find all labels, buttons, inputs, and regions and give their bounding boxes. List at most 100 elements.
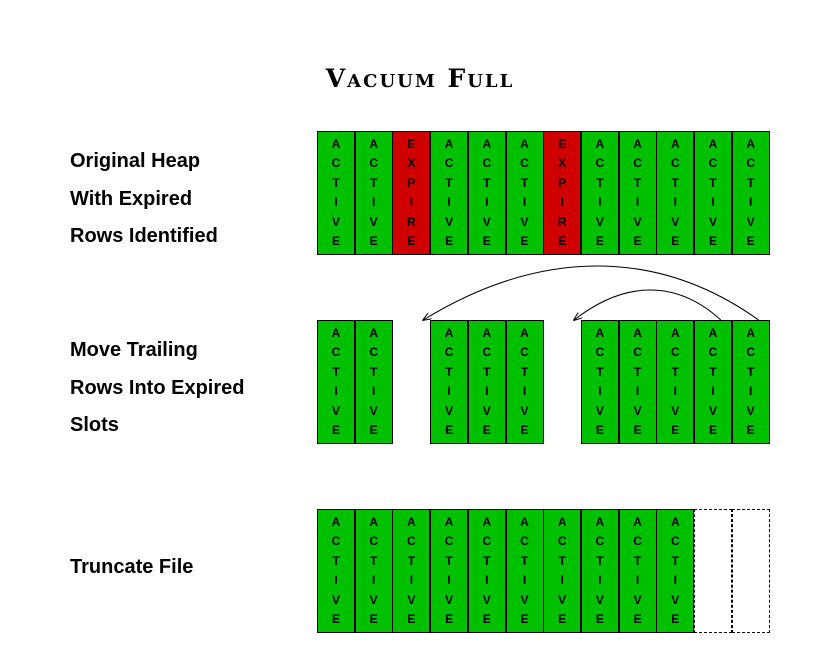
cell-letter: C: [444, 534, 454, 549]
cell-letter: V: [482, 592, 491, 607]
cell-letter: X: [558, 156, 567, 171]
cell-letter: E: [520, 233, 529, 248]
cell-letter: A: [482, 515, 492, 529]
cell-letter: A: [746, 137, 756, 151]
cell-letter: A: [444, 137, 454, 151]
row-label-original-heap: Original Heap With Expired Rows Identifi…: [70, 143, 218, 256]
cell-letter: C: [670, 534, 680, 549]
cell-letter: A: [520, 515, 529, 529]
cell-letter: V: [482, 214, 491, 229]
cell-letter: A: [369, 515, 379, 529]
cell-letter: I: [598, 573, 602, 588]
cell-letter: C: [369, 156, 379, 171]
cell-letter: C: [482, 534, 492, 549]
cell-letter: T: [332, 553, 340, 568]
cell-letter: T: [520, 553, 529, 568]
cell-letter: T: [709, 175, 717, 190]
cell-letter: T: [520, 364, 529, 379]
cell-letter: A: [331, 515, 341, 529]
cell-letter: V: [558, 592, 567, 607]
cell-letter: V: [595, 214, 604, 229]
cell-letter: T: [671, 364, 679, 379]
cell-letter: T: [596, 553, 604, 568]
cell-letter: T: [520, 175, 529, 190]
cell-letter: A: [369, 326, 379, 340]
cell-letter: C: [633, 345, 642, 360]
cell-letter: E: [558, 611, 567, 626]
cell-letter: T: [483, 364, 491, 379]
cell-letter: C: [708, 156, 718, 171]
cell-letter: I: [673, 573, 677, 588]
cell-letter: E: [595, 611, 604, 626]
row-label-line: Rows Identified: [70, 225, 218, 247]
cell-letter: I: [598, 195, 602, 210]
cell-letter: V: [482, 403, 491, 418]
cell-letter: E: [671, 422, 680, 437]
cell-letter: V: [633, 214, 642, 229]
cell-letter: C: [331, 156, 341, 171]
cell-letter: E: [633, 233, 642, 248]
cell-letter: T: [445, 553, 453, 568]
cell-letter: C: [482, 156, 492, 171]
cell-letter: E: [595, 233, 604, 248]
row-label-line: Slots: [70, 414, 119, 436]
cell-letter: V: [331, 403, 340, 418]
cell-letter: V: [708, 214, 717, 229]
cell-letter: A: [520, 326, 529, 340]
cell-letter: I: [409, 573, 414, 588]
cell-letter: I: [372, 195, 376, 210]
cell-letter: A: [670, 515, 680, 529]
cell-letter: V: [369, 592, 378, 607]
cell-letter: V: [407, 592, 416, 607]
cell-letter: C: [369, 345, 379, 360]
cell-letter: E: [369, 233, 378, 248]
cell-letter: V: [595, 403, 604, 418]
row-label-line: Rows Into Expired: [70, 376, 245, 399]
cell-letter: I: [673, 384, 677, 399]
cell-letter: E: [708, 233, 717, 248]
cell-letter: E: [369, 422, 378, 437]
cell-letter: I: [447, 573, 451, 588]
cell-letter: T: [671, 553, 679, 568]
cell-letter: V: [445, 403, 454, 418]
cell-letter: E: [520, 611, 529, 626]
cell-letter: R: [407, 214, 416, 229]
cell-letter: I: [711, 195, 715, 210]
cell-letter: V: [331, 214, 340, 229]
cell-letter: V: [331, 592, 340, 607]
cell-letter: I: [485, 573, 489, 588]
cell-letter: A: [633, 137, 642, 151]
row-label-line: Truncate File: [70, 556, 194, 578]
cell-letter: E: [331, 611, 340, 626]
cell-letter: E: [671, 233, 680, 248]
cell-letter: E: [633, 422, 642, 437]
cell-letter: E: [633, 611, 642, 626]
cell-letter: A: [670, 326, 680, 340]
cell-letter: V: [746, 403, 755, 418]
cell-letter: T: [596, 364, 604, 379]
cell-letter: V: [445, 592, 454, 607]
cell-letter: E: [671, 611, 680, 626]
cell-letter: E: [445, 233, 454, 248]
cell-letter: E: [482, 611, 491, 626]
cell-letter: T: [633, 553, 642, 568]
cell-letter: T: [747, 175, 755, 190]
cell-letter: I: [334, 384, 338, 399]
cell-letter: V: [633, 403, 642, 418]
cell-letter: I: [560, 195, 564, 210]
cell-letter: I: [598, 384, 602, 399]
cell-letter: T: [596, 175, 604, 190]
